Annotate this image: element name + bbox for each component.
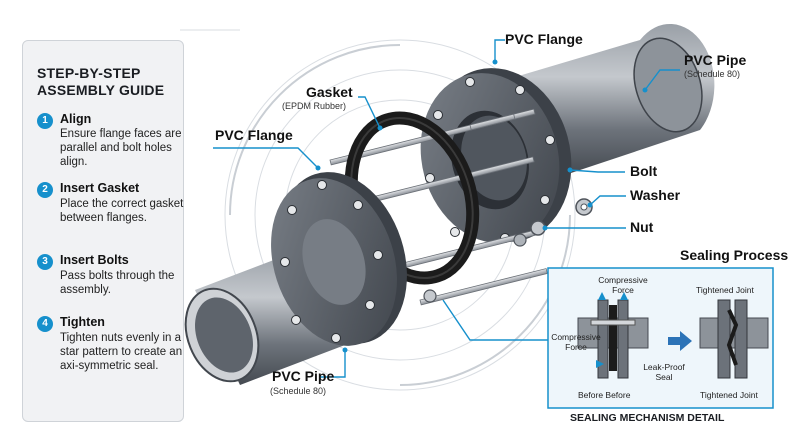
callout-lines [213,39,680,378]
step-3-desc: Pass bolts through the assembly. [60,270,175,296]
label-washer: Washer [630,187,681,203]
step-1-title: Align [60,112,92,126]
label-bolt: Bolt [630,163,658,179]
step-3-title: Insert Bolts [60,253,129,267]
step-1-number: 1 [37,113,53,129]
step-3-number: 3 [37,254,53,270]
step-4-title: Tighten [60,315,105,329]
label-before-before: Before Before [578,390,631,400]
label-compressive-force-top: Compressive Force [598,275,648,295]
step-2-title: Insert Gasket [60,181,140,195]
label-nut: Nut [630,219,654,235]
guide-title-line1: STEP-BY-STEP [37,65,141,81]
sealing-process-title: Sealing Process [680,247,789,263]
label-gasket: Gasket [306,84,353,100]
sealing-detail-box [547,267,774,409]
guide-title-line2: ASSEMBLY GUIDE [37,82,165,98]
label-gasket-sub: (EPDM Rubber) [282,101,347,111]
label-pvc-pipe-bottom-sub: (Schedule 80) [270,386,327,396]
assembly-guide-panel: STEP-BY-STEP ASSEMBLY GUIDE 1 Align Ensu… [22,40,184,422]
label-pvc-pipe-top-sub: (Schedule 80) [684,69,741,79]
label-pvc-pipe-top: PVC Pipe [684,52,747,68]
callout-dots [315,59,648,353]
label-tightened-joint-bottom: Tightened Joint [700,390,758,400]
label-compressive-force-left: Compressive Force [551,332,601,352]
step-4-number: 4 [37,316,53,332]
label-pvc-flange-top: PVC Flange [505,31,583,47]
washers-and-nuts [423,198,593,303]
pvc-flange-left [271,172,407,346]
label-leak-proof-seal: Leak-Proof Seal [643,362,685,382]
sealing-detail-caption: SEALING MECHANISM DETAIL [570,412,725,424]
step-2-desc: Place the correct gasket between flanges… [60,198,184,224]
label-pvc-pipe-bottom: PVC Pipe [272,368,335,384]
label-tightened-joint-top: Tightened Joint [696,285,754,295]
step-4-desc: Tighten nuts evenly in a star pattern to… [60,332,183,372]
step-1-desc: Ensure flange faces are parallel and bol… [60,128,182,168]
step-2-number: 2 [37,182,53,198]
label-pvc-flange-left: PVC Flange [215,127,293,143]
